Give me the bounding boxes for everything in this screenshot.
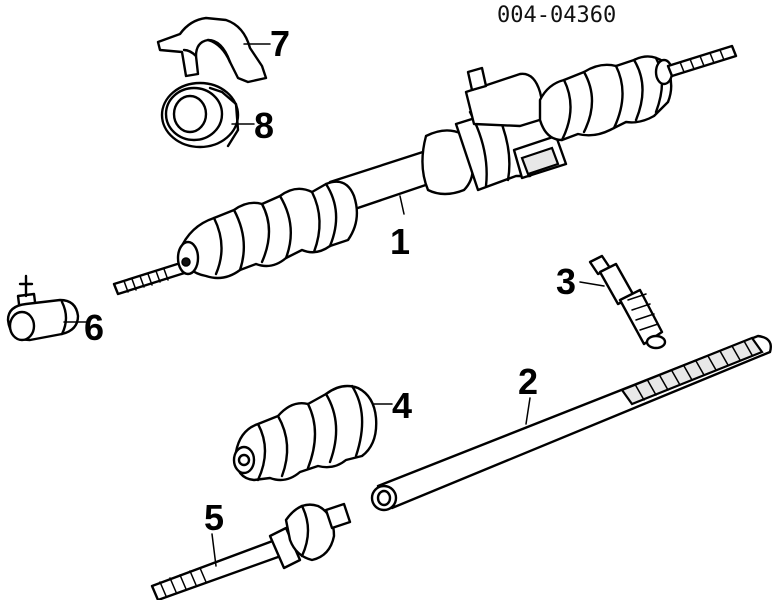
callout-4: 4 <box>392 385 412 426</box>
leader-3 <box>579 281 605 287</box>
rack-bar <box>370 334 772 512</box>
callout-2: 2 <box>518 361 538 402</box>
pinion-shaft <box>588 254 667 350</box>
callout-7: 7 <box>270 23 290 64</box>
callout-1: 1 <box>390 221 410 262</box>
callout-8: 8 <box>254 105 274 146</box>
callout-5: 5 <box>204 497 224 538</box>
leader-1 <box>399 195 405 215</box>
bushing <box>160 81 240 149</box>
leader-2 <box>525 397 531 425</box>
part-code: 004-04360 <box>497 3 616 28</box>
rack-boot <box>232 384 378 482</box>
callout-6: 6 <box>84 307 104 348</box>
inner-tie-rod <box>150 502 352 600</box>
callout-3: 3 <box>556 261 576 302</box>
steering-gear-assembly <box>112 44 738 296</box>
leader-5 <box>211 533 217 567</box>
tie-rod-end <box>6 274 80 342</box>
mounting-bracket <box>156 16 268 84</box>
